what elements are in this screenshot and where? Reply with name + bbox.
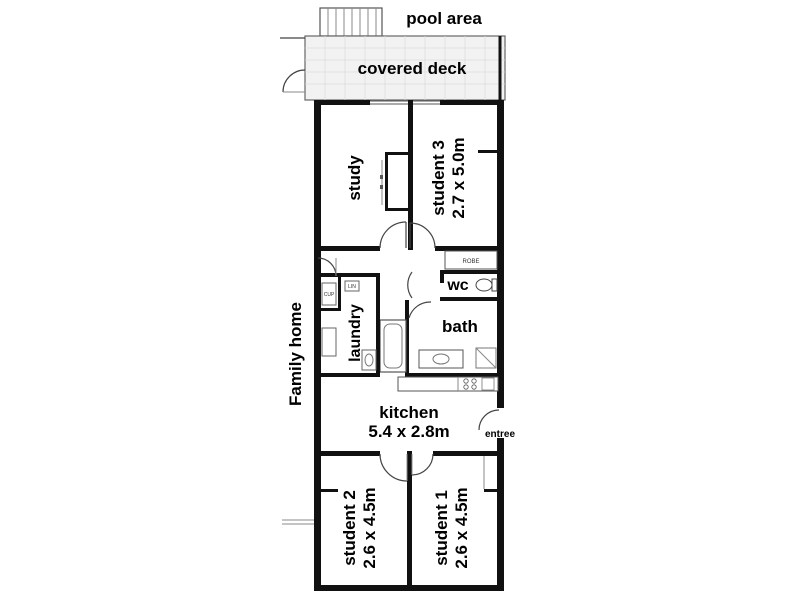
- study-robe: [380, 160, 383, 205]
- pool-area-label: pool area: [406, 9, 482, 28]
- covered-deck-label: covered deck: [358, 59, 467, 78]
- lower-bedrooms-walls: [318, 451, 503, 587]
- deck-windows: [370, 100, 440, 105]
- student1-size: 2.6 x 4.5m: [452, 487, 471, 568]
- kitchen-size: 5.4 x 2.8m: [368, 422, 449, 441]
- student3-label: student 3: [429, 140, 448, 216]
- hall-doors: [379, 221, 436, 249]
- bath-room: [379, 300, 502, 377]
- student2-size: 2.6 x 4.5m: [360, 487, 379, 568]
- robe-label: ROBE: [462, 259, 479, 265]
- entree-opening: [478, 408, 505, 438]
- laundry-room: CUP LIN: [317, 257, 380, 377]
- upper-rooms-walls: [318, 100, 501, 251]
- exterior-walls: [314, 100, 504, 591]
- wc-room: [407, 270, 502, 301]
- covered-deck-area: [280, 35, 506, 101]
- wc-label: wc: [446, 277, 468, 294]
- study-label: study: [345, 155, 364, 201]
- bath-label: bath: [442, 317, 478, 336]
- side-openings: [282, 519, 314, 525]
- laundry-label: laundry: [347, 304, 364, 362]
- kitchen-bench: [397, 376, 499, 392]
- student3-robe: ROBE: [444, 250, 498, 270]
- student2-label: student 2: [340, 490, 359, 566]
- cup-label: CUP: [324, 292, 335, 298]
- entree-label: entree: [485, 429, 515, 440]
- linen-label: LIN: [348, 284, 356, 290]
- student1-label: student 1: [432, 490, 451, 566]
- family-home-label: Family home: [286, 302, 305, 406]
- kitchen-label: kitchen: [379, 403, 439, 422]
- pool-stairs: [319, 7, 383, 37]
- student3-size: 2.7 x 5.0m: [449, 137, 468, 218]
